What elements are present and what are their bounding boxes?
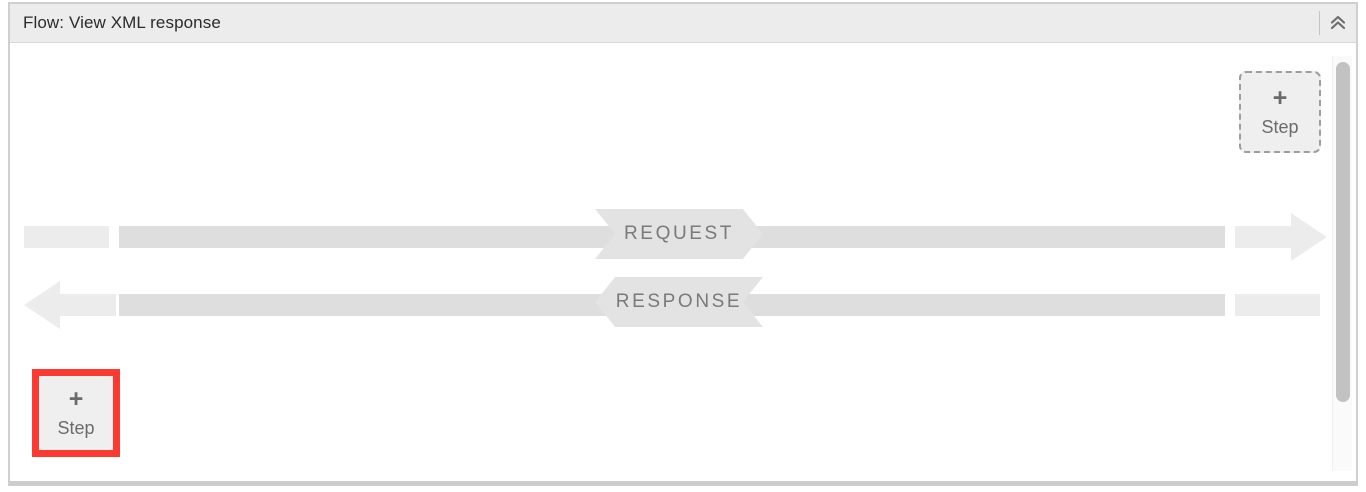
request-arrow-right-icon [1235,213,1327,266]
plus-icon: + [68,385,84,413]
add-step-highlight-box: + Step [32,369,120,457]
page-title: Flow: View XML response [23,13,221,32]
double-chevron-up-icon [1328,13,1348,33]
vertical-scrollbar[interactable] [1332,56,1352,471]
plus-icon: + [1272,84,1288,112]
scrollbar-thumb[interactable] [1336,62,1350,402]
header-actions [1319,4,1356,42]
add-step-button-top[interactable]: + Step [1239,71,1321,153]
add-step-label: Step [1261,117,1299,137]
panel-header: Flow: View XML response [10,4,1356,43]
header-divider [1319,11,1320,35]
flow-canvas: + Step REQUEST [10,44,1356,481]
add-step-button-bottom[interactable]: + Step [39,376,113,450]
flow-row-request: REQUEST [10,209,1356,265]
flow-row-response: RESPONSE [10,277,1356,333]
collapse-panel-button[interactable] [1320,4,1356,42]
request-banner: REQUEST [595,209,763,259]
add-step-label: Step [57,418,95,438]
response-arrow-left-icon [24,281,116,334]
response-label: RESPONSE [615,291,743,312]
request-left-cap [24,226,109,248]
response-banner: RESPONSE [595,277,763,327]
response-right-cap [1235,294,1320,316]
request-label: REQUEST [623,223,735,244]
flow-panel: Flow: View XML response + Step [8,2,1358,486]
